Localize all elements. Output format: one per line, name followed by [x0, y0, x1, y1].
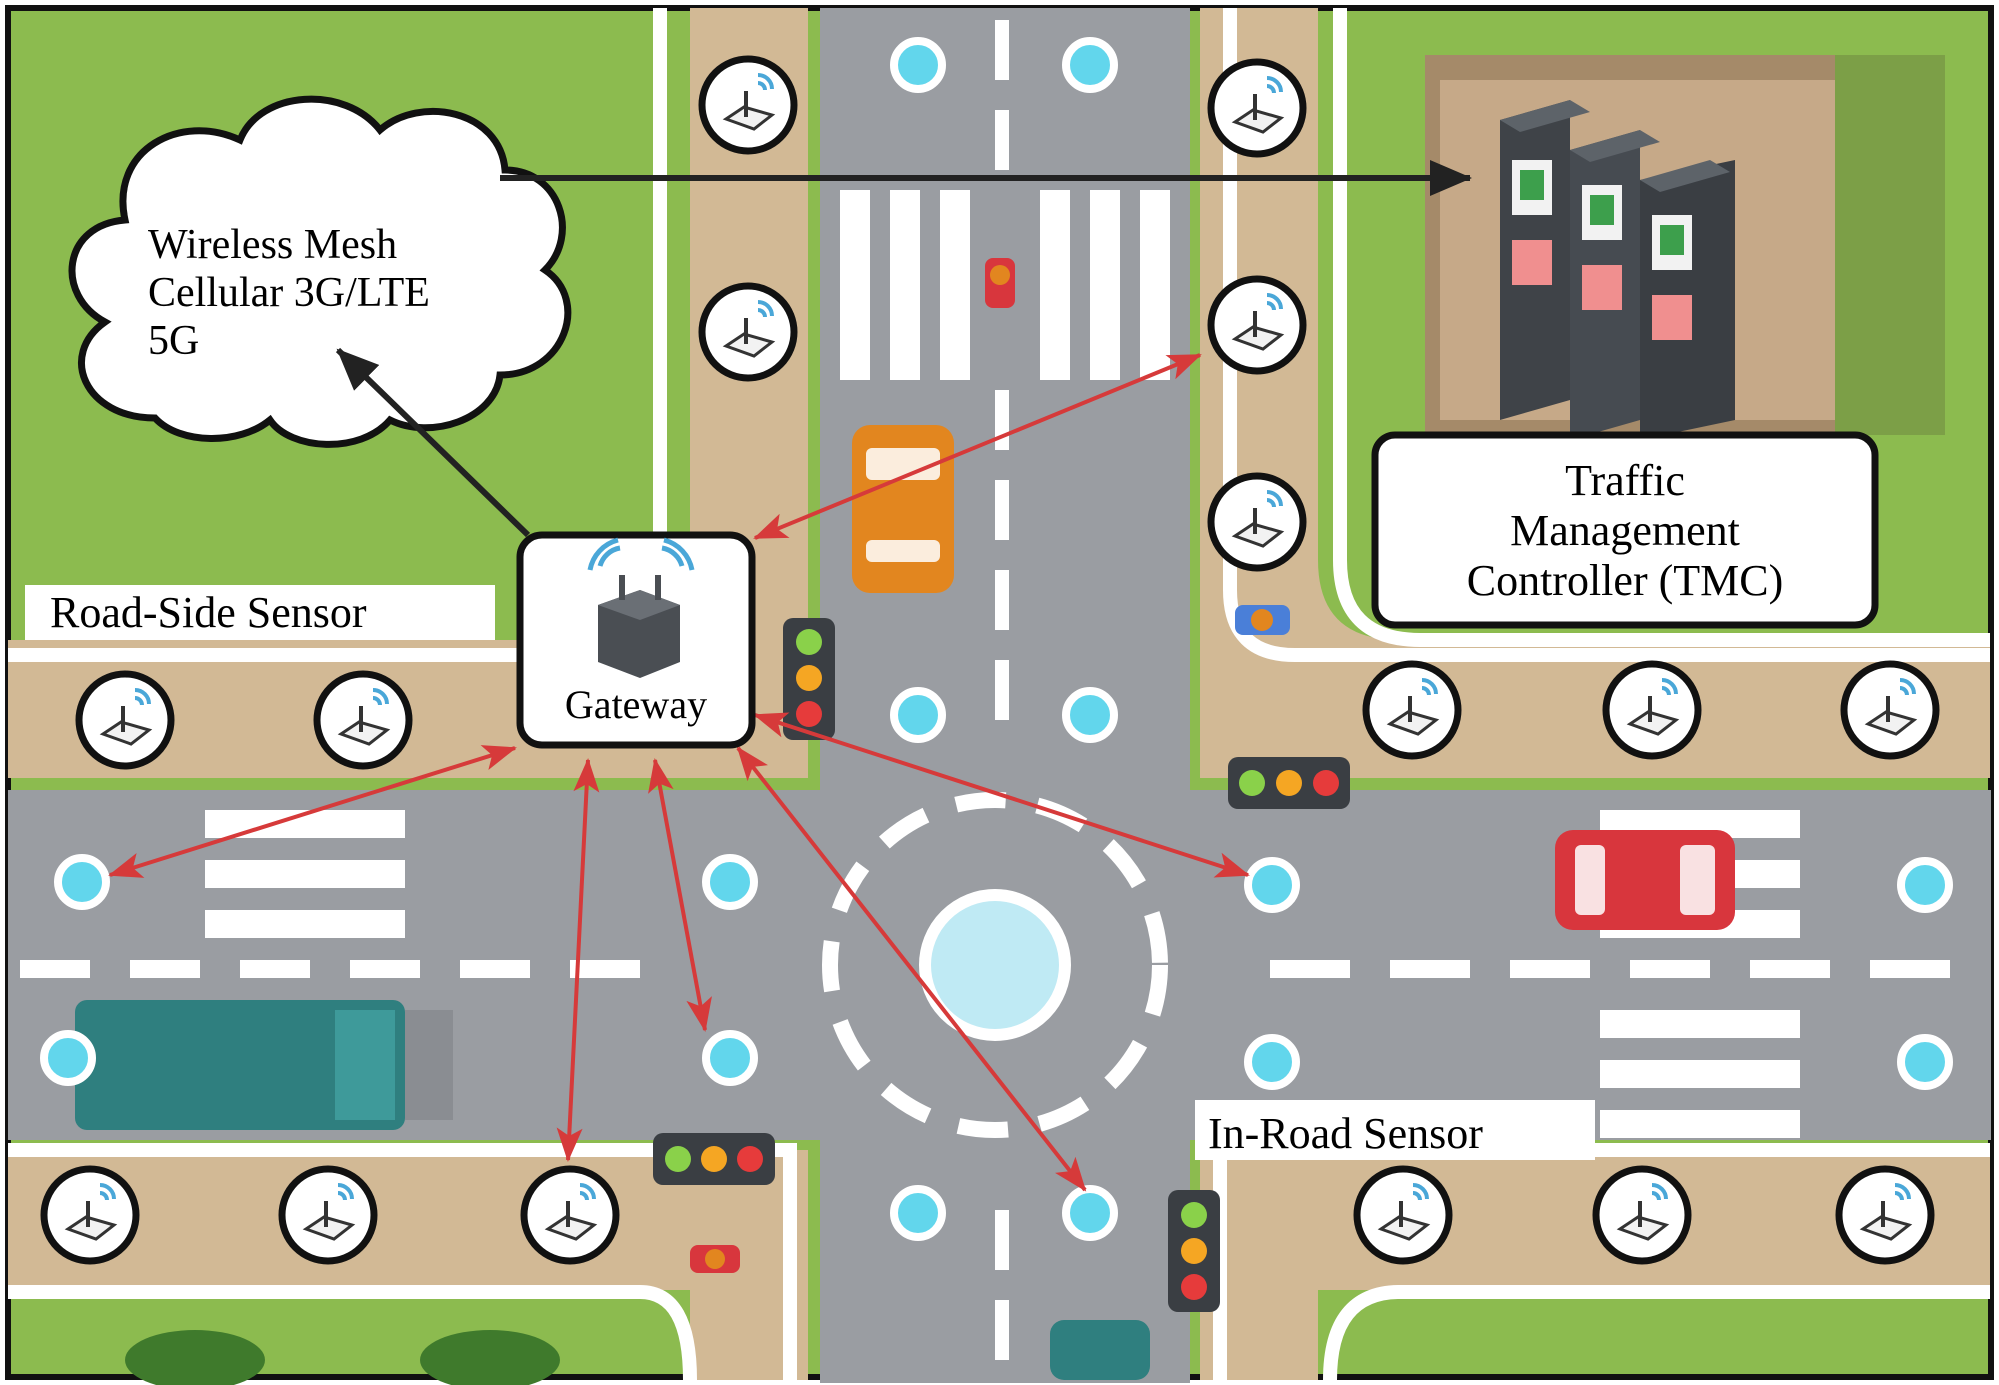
wifi-sensor-icon — [79, 674, 171, 766]
cloud-label-line2: Cellular 3G/LTE — [148, 270, 430, 316]
teal-car-bottom — [1050, 1320, 1150, 1380]
teal-bus — [75, 1000, 453, 1130]
gateway-label: Gateway — [565, 682, 707, 727]
tmc-label-line3: Controller (TMC) — [1467, 556, 1784, 605]
wifi-sensor-icon — [702, 286, 794, 378]
link-arrow — [648, 758, 712, 1032]
server-rack-icon — [1500, 100, 1735, 440]
wifi-sensor-icon — [1839, 1169, 1931, 1261]
red-car — [1555, 830, 1735, 930]
traffic-light-icon — [1228, 757, 1350, 809]
road-side-sensor-label-box: Road-Side Sensor — [25, 585, 495, 640]
in-road-sensor-icon — [706, 1034, 754, 1082]
wifi-sensor-icon — [1211, 62, 1303, 154]
wifi-sensor-icon — [1606, 664, 1698, 756]
bushes — [125, 1330, 560, 1385]
traffic-light-icon — [783, 618, 835, 740]
tmc-label-line1: Traffic — [1565, 456, 1685, 505]
in-road-sensor-icon — [1066, 1189, 1114, 1237]
wifi-sensor-icon — [317, 674, 409, 766]
traffic-light-icon — [653, 1133, 775, 1185]
link-arrow — [753, 712, 1250, 878]
wireless-router-icon — [587, 537, 695, 678]
in-road-sensor-icon — [894, 41, 942, 89]
in-road-sensor-icon — [1901, 861, 1949, 909]
cloud-label-line3: 5G — [148, 318, 199, 364]
tmc-label-box: Traffic Management Controller (TMC) — [1371, 431, 1879, 629]
network-arrows — [335, 160, 1472, 538]
cloud-label-line1: Wireless Mesh — [148, 222, 397, 268]
in-road-sensor-icon — [1066, 691, 1114, 739]
in-road-sensor-label: In-Road Sensor — [1208, 1109, 1483, 1158]
tmc-label-line2: Management — [1510, 506, 1740, 555]
in-road-sensor-icon — [1066, 41, 1114, 89]
wifi-sensor-icon — [1357, 1169, 1449, 1261]
link-arrow — [108, 745, 517, 878]
traffic-light-icon — [1168, 1190, 1220, 1312]
wifi-sensor-icon — [524, 1169, 616, 1261]
wifi-sensor-icon — [1211, 476, 1303, 568]
in-road-sensor-icon — [58, 858, 106, 906]
crosswalks — [205, 190, 1800, 1138]
orange-car — [852, 425, 964, 593]
in-road-sensor-label-box: In-Road Sensor — [1195, 1100, 1595, 1160]
in-road-sensor-icon — [894, 1189, 942, 1237]
link-arrow — [556, 758, 600, 1162]
in-road-sensor-icon — [1248, 1038, 1296, 1086]
in-road-sensor-icon — [894, 691, 942, 739]
wifi-sensor-icon — [1596, 1169, 1688, 1261]
wifi-sensor-icon — [1366, 664, 1458, 756]
cloud-network: Wireless Mesh Cellular 3G/LTE 5G — [68, 95, 572, 448]
scooter-right — [1235, 605, 1290, 635]
gateway-to-cloud-arrow — [335, 347, 531, 538]
gateway-node: Gateway — [516, 531, 756, 749]
in-road-sensor-icon — [706, 858, 754, 906]
link-arrow — [753, 353, 1202, 540]
scooter-top — [985, 258, 1015, 308]
wifi-sensor-icon — [1844, 664, 1936, 756]
wifi-sensor-icon — [44, 1169, 136, 1261]
in-road-sensor-icon — [1901, 1038, 1949, 1086]
in-road-sensor-icon — [1248, 861, 1296, 909]
wifi-sensor-icon — [1211, 279, 1303, 371]
in-road-sensor-icon — [44, 1034, 92, 1082]
sensor-link-arrows — [108, 353, 1250, 1192]
wifi-sensor-icon — [282, 1169, 374, 1261]
scooter-bottom-left — [690, 1245, 740, 1273]
wifi-sensor-icon — [702, 59, 794, 151]
road-side-sensor-label: Road-Side Sensor — [50, 588, 367, 637]
